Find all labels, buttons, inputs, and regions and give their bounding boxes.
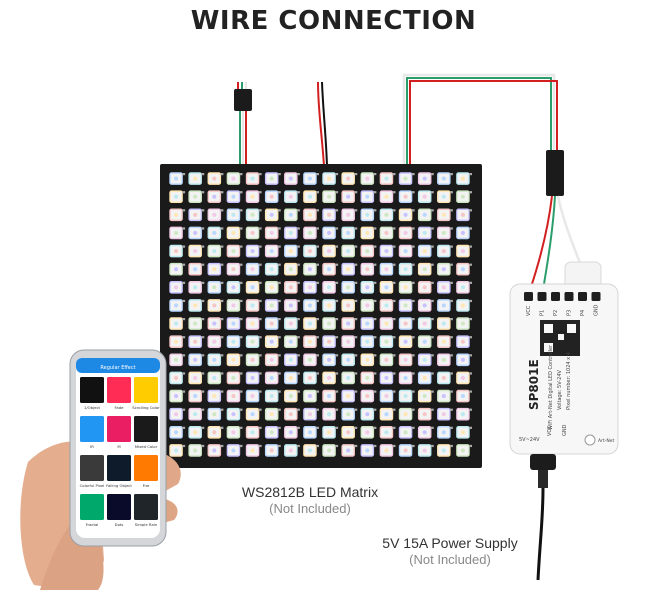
controller-port (551, 292, 560, 301)
controller-line3: Pixel number: 1024 x 4 (566, 352, 572, 410)
matrix-input-wires (234, 82, 252, 166)
app-effect-label: Dots (115, 522, 124, 527)
phone-header: Regular Effect (100, 365, 135, 371)
app-effect-label: Falling Object (106, 483, 132, 488)
app-effect-tile[interactable] (80, 494, 104, 520)
app-effect-label: Simple Rain (135, 522, 158, 527)
power-name: 5V 15A Power Supply (382, 535, 518, 551)
app-effect-tile[interactable] (80, 416, 104, 442)
power-note: (Not Included) (409, 552, 491, 567)
led-matrix (160, 164, 482, 468)
controller-port-label: P4 (580, 310, 586, 316)
controller-line2: Voltage: 5V-24V (557, 369, 563, 410)
matrix-power-wires (317, 81, 328, 167)
controller-gnd-label: GND (562, 424, 568, 436)
app-effect-label: Fire (143, 483, 150, 488)
jst-connector-left (234, 89, 252, 111)
controller-port (591, 292, 601, 301)
matrix-note: (Not Included) (269, 501, 351, 516)
jst-connector-right (546, 150, 564, 196)
matrix-name: WS2812B LED Matrix (241, 484, 379, 500)
app-effect-label: IR (90, 444, 94, 449)
controller-port-label: GND (594, 304, 600, 316)
controller-port-label: VCC (526, 305, 532, 316)
matrix-caption: WS2812B LED Matrix (Not Included) (220, 484, 400, 516)
smartphone: Regular Effect 1/Object Fade Scrolling Col… (69, 349, 167, 547)
app-effect-label: Colorful Pixel (80, 483, 105, 488)
controller-port-label: P2 (553, 310, 559, 316)
page-title: WIRE CONNECTION (190, 6, 477, 36)
controller-brand: SP801E (527, 359, 541, 410)
controller-port (578, 292, 587, 301)
app-effect-tile[interactable] (134, 377, 158, 403)
app-effect-tile[interactable] (107, 494, 131, 520)
app-effect-label: Scrolling Color (132, 405, 160, 410)
app-effect-tile[interactable] (134, 494, 158, 520)
power-cable (536, 487, 545, 581)
app-effect-tile[interactable] (80, 377, 104, 403)
controller-input-label: 5V~24V (519, 437, 540, 443)
app-effect-label: M (117, 444, 120, 449)
phone-header-bar (76, 358, 160, 373)
controller-line1: WiFi Art-Net Digital LED Controller (548, 344, 554, 430)
app-effect-tile[interactable] (134, 455, 158, 481)
controller-button-label: Art-Net (598, 438, 614, 444)
controller-port (537, 292, 547, 301)
app-effect-label: Fractal (86, 522, 99, 527)
app-effect-tile[interactable] (134, 416, 158, 442)
app-effect-tile[interactable] (80, 455, 104, 481)
app-effect-label: Mixed Color (135, 444, 158, 449)
app-effect-label: 1/Object (84, 405, 101, 410)
controller-port-label: P1 (540, 310, 546, 316)
controller-port-label: P3 (567, 310, 573, 316)
controller-wires (402, 73, 592, 291)
controller-button[interactable] (584, 434, 596, 446)
controller-port (564, 292, 574, 301)
app-effect-tile[interactable] (107, 416, 131, 442)
controller-vcc-label: VCC (547, 425, 553, 436)
app-effect-tile[interactable] (107, 455, 131, 481)
app-effect-tile[interactable] (107, 377, 131, 403)
controller-port (524, 292, 533, 301)
app-effect-label: Fade (115, 405, 125, 410)
power-caption: 5V 15A Power Supply (Not Included) (360, 535, 540, 567)
